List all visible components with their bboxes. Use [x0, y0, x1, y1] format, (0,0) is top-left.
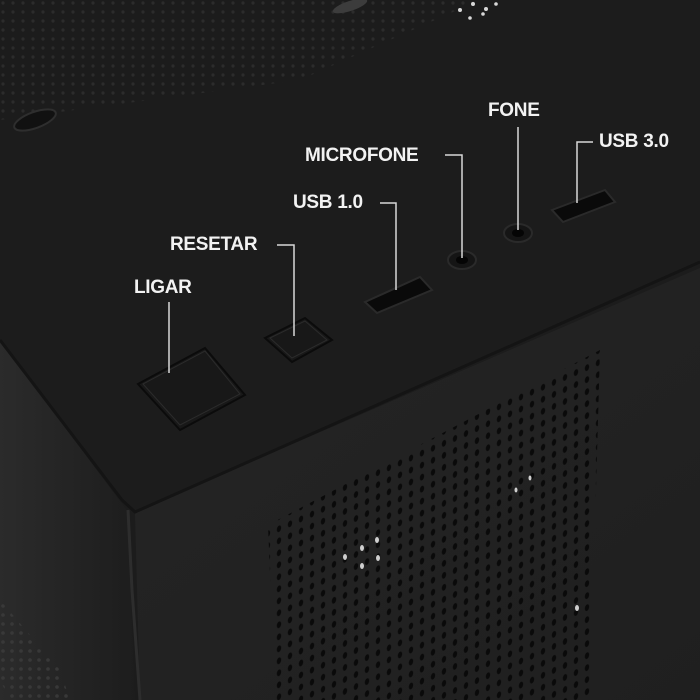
- top-screw-hole: [13, 108, 57, 132]
- microphone-jack[interactable]: [447, 250, 477, 270]
- usb-3-port[interactable]: [550, 188, 617, 224]
- top-slot: [332, 0, 368, 14]
- mesh-highlights: [343, 475, 579, 611]
- glass-panel-dots: [0, 600, 70, 700]
- power-button[interactable]: [136, 346, 247, 432]
- label-ligar: LIGAR: [134, 277, 192, 298]
- usb-1-port[interactable]: [363, 275, 434, 315]
- label-fone: FONE: [488, 100, 540, 121]
- label-resetar: RESETAR: [170, 234, 258, 255]
- top-vent-highlights: [458, 2, 498, 20]
- glass-side-panel: [0, 340, 135, 700]
- leader-lines: [168, 127, 593, 373]
- corner-edge: [126, 509, 142, 700]
- label-usb-1: USB 1.0: [293, 192, 363, 213]
- top-mesh: [0, 0, 480, 120]
- label-usb-3: USB 3.0: [599, 131, 669, 152]
- front-mesh: [268, 350, 600, 700]
- label-microfone: MICROFONE: [305, 145, 419, 166]
- top-edge: [0, 260, 700, 514]
